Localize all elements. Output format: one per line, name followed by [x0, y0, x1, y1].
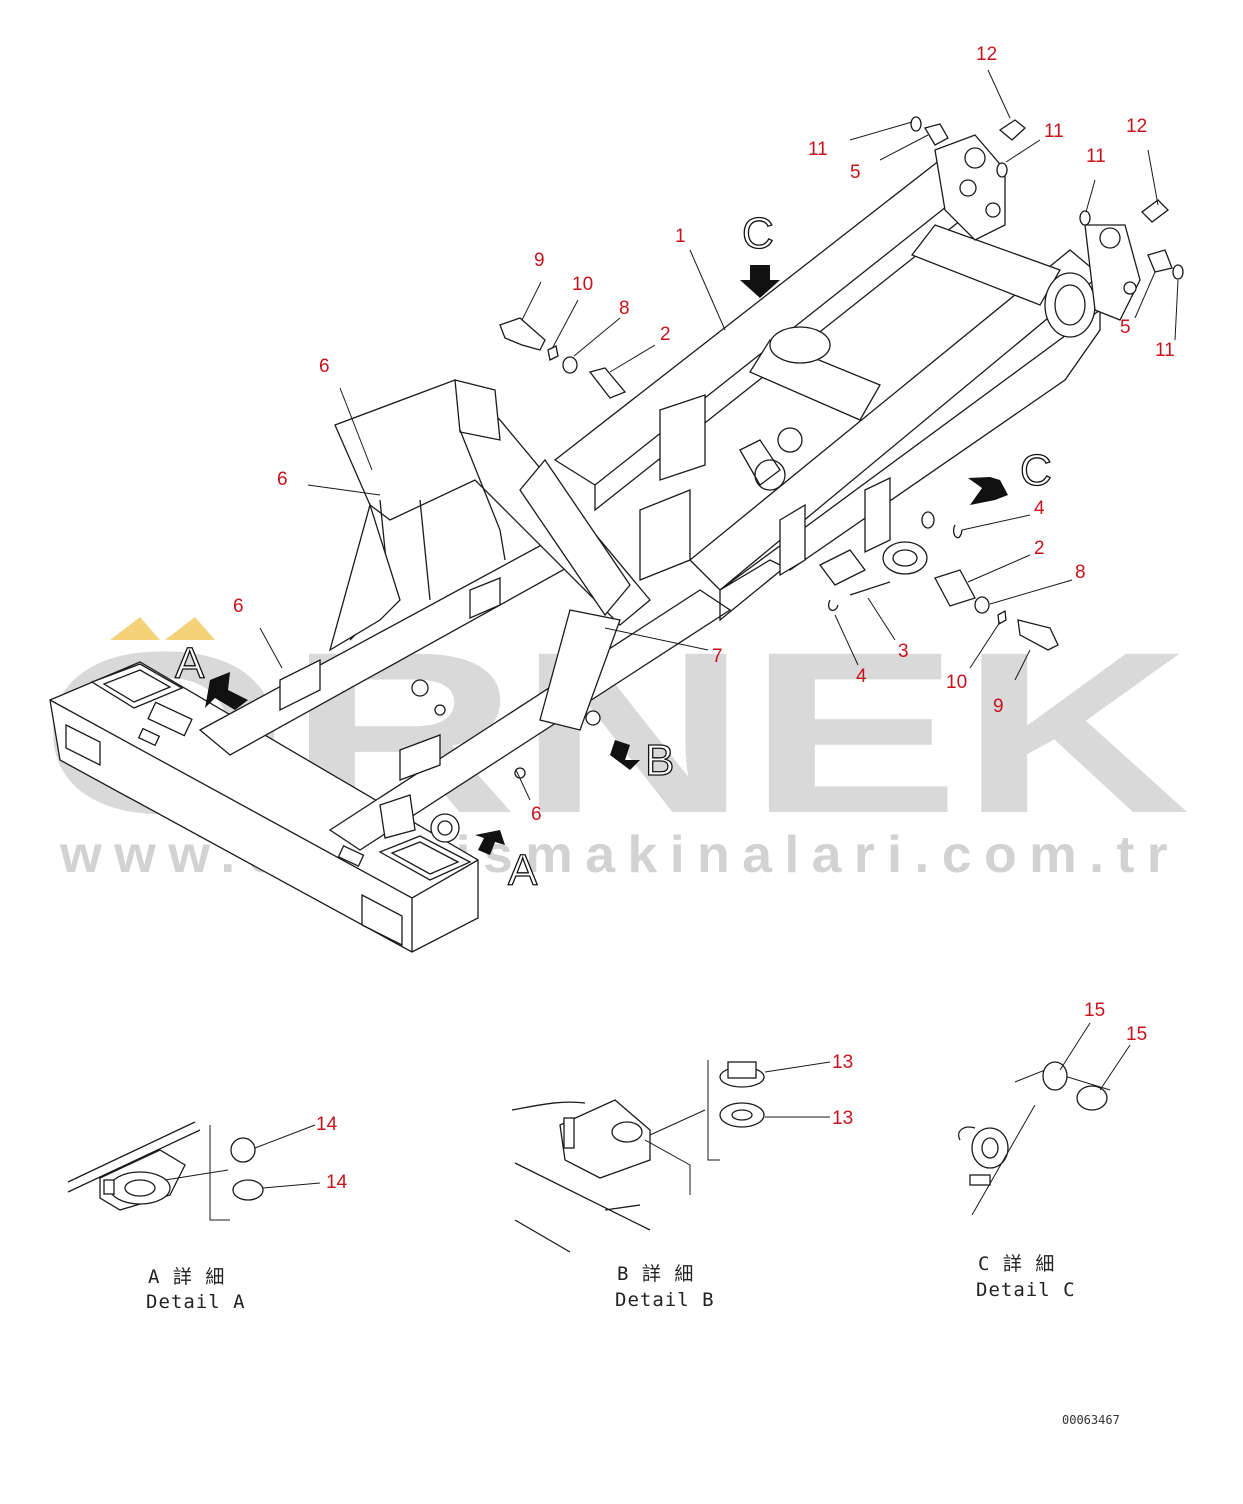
plate-right [378, 835, 472, 881]
ring-11-c [1079, 210, 1091, 226]
callout-1: 1 [675, 226, 686, 247]
bushing-5-right [1147, 249, 1173, 273]
callout-4-lower: 4 [856, 666, 867, 687]
pivot-hub [882, 541, 928, 575]
watermark-accent-left [110, 617, 160, 640]
callout-8-lower: 8 [1075, 562, 1086, 583]
washer-8-lower [974, 596, 990, 614]
detail-b-en: Detail B [615, 1289, 715, 1311]
view-arrows: C C A A B [174, 208, 1052, 895]
arrow-c-top-letter: C [742, 209, 774, 258]
callout-6-mid: 6 [277, 469, 288, 490]
callout-3: 3 [898, 641, 909, 662]
callout-5-right: 5 [1120, 317, 1131, 338]
callout-15-b: 15 [1126, 1024, 1147, 1045]
drawing-id: 00063467 [1062, 1413, 1120, 1427]
plate-left [90, 663, 184, 709]
washer-8-upper [562, 356, 578, 374]
callout-12-a: 12 [976, 44, 997, 65]
bushing-15-b [1076, 1085, 1108, 1111]
detail-c-jp: C 詳 細 [978, 1253, 1055, 1275]
callout-11-a: 11 [808, 139, 828, 160]
washer-13-b [719, 1102, 765, 1128]
callout-11-c: 11 [1086, 146, 1106, 167]
loose-parts [499, 116, 1184, 651]
callout-14-a: 14 [316, 1114, 338, 1135]
callout-13-a: 13 [832, 1052, 853, 1073]
bushing-5-top [924, 123, 949, 146]
callout-2-upper: 2 [660, 324, 671, 345]
arrow-c-top [740, 265, 780, 298]
leader-lines [259, 69, 1179, 801]
callout-11-d: 11 [1155, 340, 1175, 361]
detail-b-jp: B 詳 細 [617, 1263, 694, 1285]
bolt-9-lower [1017, 619, 1059, 651]
callouts: 12 11 5 11 12 11 5 11 1 9 10 8 2 6 6 6 7… [233, 44, 1175, 825]
callout-6-bottom: 6 [531, 804, 542, 825]
tower-diagonal [519, 458, 631, 617]
callout-7: 7 [712, 646, 723, 667]
callout-15-a: 15 [1084, 1000, 1105, 1021]
grease-fitting-12-b [1141, 199, 1169, 223]
watermark-accent-right [165, 617, 215, 640]
callout-9-upper: 9 [534, 250, 545, 271]
callout-11-b: 11 [1044, 121, 1064, 142]
bolt-9-upper [499, 317, 546, 351]
callout-10-lower: 10 [946, 672, 967, 693]
cross-tube [910, 224, 1061, 306]
pin-3 [849, 581, 891, 596]
arrow-b-letter: B [645, 736, 674, 785]
ring-11-b [996, 162, 1008, 178]
bushing-14-a [230, 1137, 256, 1163]
arrow-c-right [968, 477, 1008, 505]
callout-2-lower: 2 [1034, 538, 1045, 559]
callout-14-b: 14 [326, 1172, 348, 1193]
cotter-4-right [953, 524, 963, 539]
callout-12-b: 12 [1126, 116, 1147, 137]
washer-13-a [727, 1061, 757, 1079]
arrow-a-bottom-letter: A [508, 846, 538, 895]
pin-2-upper [588, 367, 627, 399]
bushing-14-b [232, 1179, 264, 1201]
arrow-b [600, 735, 640, 770]
ring-11-d [1172, 264, 1184, 280]
detail-a-jp: A 詳 細 [148, 1266, 225, 1288]
arrow-a-left-letter: A [175, 639, 205, 688]
callout-6-left: 6 [233, 596, 244, 617]
bushing-15-a [1042, 1061, 1068, 1091]
callout-8-upper: 8 [619, 298, 630, 319]
detail-c: 15 15 C 詳 細 Detail C [958, 1000, 1147, 1301]
pin-2-lower [934, 569, 976, 607]
tower-leg [539, 609, 621, 731]
detail-c-en: Detail C [976, 1279, 1076, 1301]
callout-4-right: 4 [1034, 498, 1045, 519]
detail-a: 14 14 A 詳 細 Detail A [67, 1114, 348, 1313]
callout-6-upper: 6 [319, 356, 330, 377]
detail-a-en: Detail A [146, 1291, 246, 1313]
grease-fitting-12-a [998, 119, 1026, 141]
cotter-4-lower [828, 599, 839, 612]
detail-b: 13 13 B 詳 細 Detail B [511, 1052, 853, 1311]
callout-5-top: 5 [850, 162, 861, 183]
arrow-a-bottom [475, 830, 505, 855]
arrow-a-left [205, 672, 248, 710]
frame-drawing [49, 134, 1141, 953]
ring-11-a [910, 116, 922, 132]
callout-10-upper: 10 [572, 274, 593, 295]
callout-13-b: 13 [832, 1108, 853, 1129]
arrow-c-right-letter: C [1020, 446, 1052, 495]
front-bracket-right [1084, 224, 1141, 321]
washer-10-upper [547, 345, 559, 361]
washer-10-lower [997, 609, 1007, 626]
inner-bracket-1 [639, 489, 691, 581]
inner-bracket-2 [659, 394, 706, 481]
callout-9-lower: 9 [993, 696, 1004, 717]
